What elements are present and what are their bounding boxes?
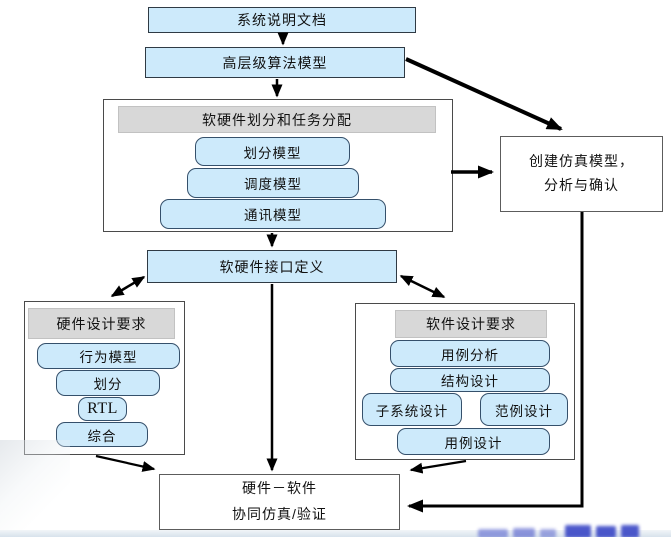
- node-rtl-label: RTL: [87, 400, 118, 417]
- container-hw-design-title: 硬件设计要求: [56, 315, 147, 332]
- node-comm-model-label: 通讯模型: [244, 208, 302, 223]
- node-usecase-analysis-label: 用例分析: [441, 347, 499, 363]
- node-usecase-analysis: 用例分析: [390, 340, 550, 367]
- node-create-sim: 创建仿真模型， 分析与确认: [500, 136, 663, 212]
- node-hw-partition: 划分: [56, 370, 160, 396]
- node-usecase-design-label: 用例设计: [444, 435, 503, 451]
- node-subsystem-design-label: 子系统设计: [375, 403, 449, 419]
- node-cosim-line1: 硬件－软件: [242, 480, 317, 497]
- node-create-sim-line1: 创建仿真模型，: [529, 153, 634, 170]
- corner-texture: [0, 440, 70, 537]
- node-subsystem-design: 子系统设计: [362, 393, 462, 426]
- container-hw-sw-partition-header: 软硬件划分和任务分配: [118, 106, 436, 133]
- node-usecase-design: 用例设计: [397, 428, 550, 455]
- node-hw-partition-label: 划分: [93, 377, 123, 392]
- node-synthesis-label: 综合: [87, 428, 117, 444]
- node-example-design: 范例设计: [480, 393, 568, 426]
- node-schedule-model-label: 调度模型: [244, 177, 302, 192]
- node-comm-model: 通讯模型: [160, 199, 386, 229]
- node-high-level-algo: 高层级算法模型: [145, 47, 405, 78]
- node-create-sim-line2: 分析与确认: [544, 177, 619, 193]
- arrow-interface-hwdesign-bidir: [110, 275, 146, 298]
- container-sw-design-title: 软件设计要求: [426, 316, 516, 332]
- node-partition-model: 划分模型: [195, 137, 350, 166]
- container-sw-design-header: 软件设计要求: [395, 310, 547, 338]
- arrow-interface-swdesign-bidir: [399, 274, 446, 299]
- container-hw-sw-partition-title: 软硬件划分和任务分配: [202, 111, 352, 128]
- node-synthesis: 综合: [56, 422, 148, 447]
- node-behavior-model-label: 行为模型: [79, 350, 138, 365]
- node-rtl: RTL: [78, 397, 127, 421]
- node-partition-model-label: 划分模型: [243, 145, 302, 161]
- node-schedule-model: 调度模型: [187, 168, 359, 198]
- node-interface-def-label: 软硬件接口定义: [219, 258, 325, 275]
- container-hw-design-header: 硬件设计要求: [28, 308, 175, 339]
- node-interface-def: 软硬件接口定义: [147, 250, 397, 283]
- arrow-swdesign-to-cosim: [409, 459, 467, 474]
- node-example-design-label: 范例设计: [495, 403, 553, 419]
- node-cosim: 硬件－软件 协同仿真/验证: [159, 474, 400, 530]
- watermark-smudge: [478, 520, 670, 537]
- node-high-level-algo-label: 高层级算法模型: [222, 54, 328, 71]
- node-system-doc-label: 系统说明文档: [237, 12, 327, 28]
- node-cosim-line2: 协同仿真/验证: [232, 506, 327, 522]
- node-behavior-model: 行为模型: [37, 343, 180, 369]
- footer-strip: [0, 530, 671, 537]
- arrow-hwdesign-to-cosim: [95, 454, 156, 472]
- node-structure-design-label: 结构设计: [441, 374, 499, 389]
- node-structure-design: 结构设计: [390, 368, 550, 392]
- node-system-doc: 系统说明文档: [148, 7, 416, 33]
